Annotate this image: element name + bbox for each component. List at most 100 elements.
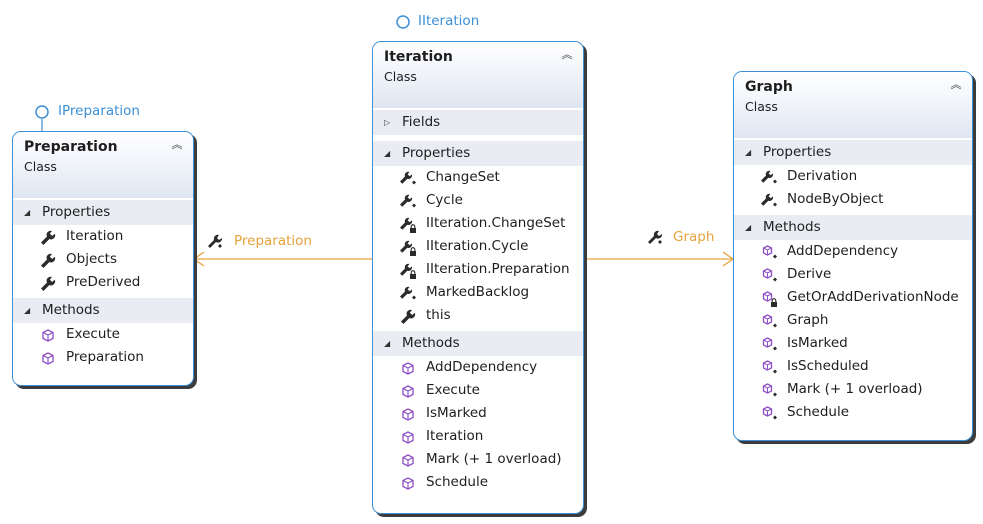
wrench-internal-icon — [645, 228, 665, 252]
class-box-preparation[interactable]: Preparation Class ︽ ◢ Properties Iteratio… — [12, 131, 194, 386]
class-kind: Class — [745, 99, 778, 114]
property-item[interactable]: this — [373, 304, 583, 327]
method-name: Mark (+ 1 overload) — [426, 451, 562, 467]
section-methods[interactable]: ◢Methods — [734, 215, 972, 240]
wrench-internal-icon — [760, 168, 778, 186]
class-title: Preparation — [24, 139, 118, 155]
method-internal-icon — [760, 381, 778, 399]
method-item[interactable]: AddDependency — [734, 240, 972, 263]
method-item[interactable]: Mark (+ 1 overload) — [734, 378, 972, 401]
section-properties[interactable]: ◢ Properties — [13, 200, 193, 225]
collapse-chevron-icon[interactable]: ︽ — [950, 78, 962, 91]
method-item[interactable]: GetOrAddDerivationNode — [734, 286, 972, 309]
property-item[interactable]: ChangeSet — [373, 166, 583, 189]
section-label: Methods — [402, 335, 460, 351]
collapsed-triangle-icon: ▷ — [384, 118, 391, 127]
method-internal-icon — [760, 243, 778, 261]
method-cube-icon — [39, 349, 57, 367]
method-item[interactable]: Execute — [13, 323, 193, 346]
expanded-triangle-icon: ◢ — [745, 148, 752, 157]
method-item[interactable]: Schedule — [734, 401, 972, 424]
property-item[interactable]: PreDerived — [13, 271, 193, 294]
wrench-icon — [39, 251, 57, 269]
wrench-private-icon — [399, 238, 417, 256]
class-title: Iteration — [384, 49, 453, 65]
association-label-graph[interactable]: Graph — [673, 229, 715, 245]
expanded-triangle-icon: ◢ — [24, 208, 31, 217]
method-cube-icon — [399, 382, 417, 400]
method-internal-icon — [760, 266, 778, 284]
section-methods[interactable]: ◢ Methods — [373, 331, 583, 356]
interface-label: IIteration — [418, 13, 480, 29]
property-item[interactable]: MarkedBacklog — [373, 281, 583, 304]
property-name: IIteration.ChangeSet — [426, 215, 566, 231]
method-item[interactable]: Schedule — [373, 471, 583, 494]
method-cube-icon — [399, 451, 417, 469]
expanded-triangle-icon: ◢ — [384, 149, 391, 158]
class-header[interactable]: Graph Class ︽ — [734, 72, 972, 138]
method-name: Mark (+ 1 overload) — [787, 381, 923, 397]
method-item[interactable]: IsMarked — [734, 332, 972, 355]
method-item[interactable]: Execute — [373, 379, 583, 402]
wrench-internal-icon — [399, 169, 417, 187]
interface-label: IPreparation — [58, 103, 140, 119]
method-name: GetOrAddDerivationNode — [787, 289, 959, 305]
property-name: Objects — [66, 251, 118, 267]
section-properties[interactable]: ◢Properties — [734, 140, 972, 165]
method-name: IsMarked — [787, 335, 848, 351]
interface-lollipop-icon — [396, 15, 410, 29]
property-item[interactable]: Objects — [13, 248, 193, 271]
property-item[interactable]: NodeByObject — [734, 188, 972, 211]
method-item[interactable]: IsMarked — [373, 402, 583, 425]
method-name: Schedule — [787, 404, 850, 420]
section-label: Properties — [42, 204, 111, 220]
property-name: Cycle — [426, 192, 463, 208]
method-item[interactable]: Preparation — [13, 346, 193, 369]
association-label-preparation[interactable]: Preparation — [234, 233, 312, 249]
wrench-internal-icon — [205, 232, 225, 256]
expanded-triangle-icon: ◢ — [384, 339, 391, 348]
section-label: Fields — [402, 114, 441, 130]
property-item[interactable]: IIteration.Cycle — [373, 235, 583, 258]
class-header[interactable]: Preparation Class ︽ — [13, 132, 193, 198]
method-item[interactable]: IsScheduled — [734, 355, 972, 378]
property-item[interactable]: Cycle — [373, 189, 583, 212]
wrench-internal-icon — [760, 191, 778, 209]
section-properties[interactable]: ◢Properties — [373, 141, 583, 166]
property-name: this — [426, 307, 451, 323]
method-name: Schedule — [426, 474, 489, 490]
wrench-private-icon — [399, 261, 417, 279]
section-methods[interactable]: ◢ Methods — [13, 298, 193, 323]
method-name: Iteration — [426, 428, 484, 444]
method-name: Preparation — [66, 349, 144, 365]
method-internal-icon — [760, 404, 778, 422]
method-item[interactable]: Mark (+ 1 overload) — [373, 448, 583, 471]
method-name: Derive — [787, 266, 832, 282]
section-fields[interactable]: ▷ Fields — [373, 110, 583, 135]
collapse-chevron-icon[interactable]: ︽ — [561, 48, 573, 61]
method-item[interactable]: AddDependency — [373, 356, 583, 379]
method-cube-icon — [399, 359, 417, 377]
expanded-triangle-icon: ◢ — [24, 306, 31, 315]
class-box-iteration[interactable]: Iteration Class ︽ ▷ Fields ◢Properties Ch… — [372, 41, 584, 514]
property-name: ChangeSet — [426, 169, 500, 185]
method-item[interactable]: Derive — [734, 263, 972, 286]
method-cube-icon — [399, 428, 417, 446]
interface-lollipop-icon — [35, 105, 49, 119]
method-name: IsScheduled — [787, 358, 869, 374]
association-arrow-preparation — [192, 251, 205, 267]
section-label: Methods — [42, 302, 100, 318]
class-header[interactable]: Iteration Class ︽ — [373, 42, 583, 108]
property-item[interactable]: IIteration.ChangeSet — [373, 212, 583, 235]
method-item[interactable]: Graph — [734, 309, 972, 332]
property-item[interactable]: IIteration.Preparation — [373, 258, 583, 281]
property-name: Iteration — [66, 228, 124, 244]
collapse-chevron-icon[interactable]: ︽ — [171, 138, 183, 151]
property-item[interactable]: Iteration — [13, 225, 193, 248]
method-item[interactable]: Iteration — [373, 425, 583, 448]
property-item[interactable]: Derivation — [734, 165, 972, 188]
